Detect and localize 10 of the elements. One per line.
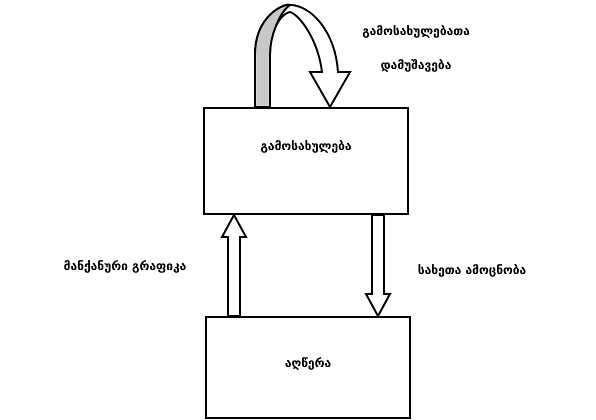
process-box	[205, 316, 411, 419]
edge-label: მანქანური გრაფიკა	[62, 258, 188, 274]
box-label: აღწერა	[284, 356, 332, 370]
loop-arrow	[254, 4, 351, 108]
edge-label: სახეთა ამოცნობა	[416, 262, 528, 278]
process-box	[203, 107, 409, 215]
block-arrow	[364, 214, 392, 318]
box-label: გამოსახულება	[259, 139, 353, 153]
block-arrow	[220, 212, 248, 317]
edge-label: გამოსახულებათა დამუშავება	[361, 23, 471, 74]
